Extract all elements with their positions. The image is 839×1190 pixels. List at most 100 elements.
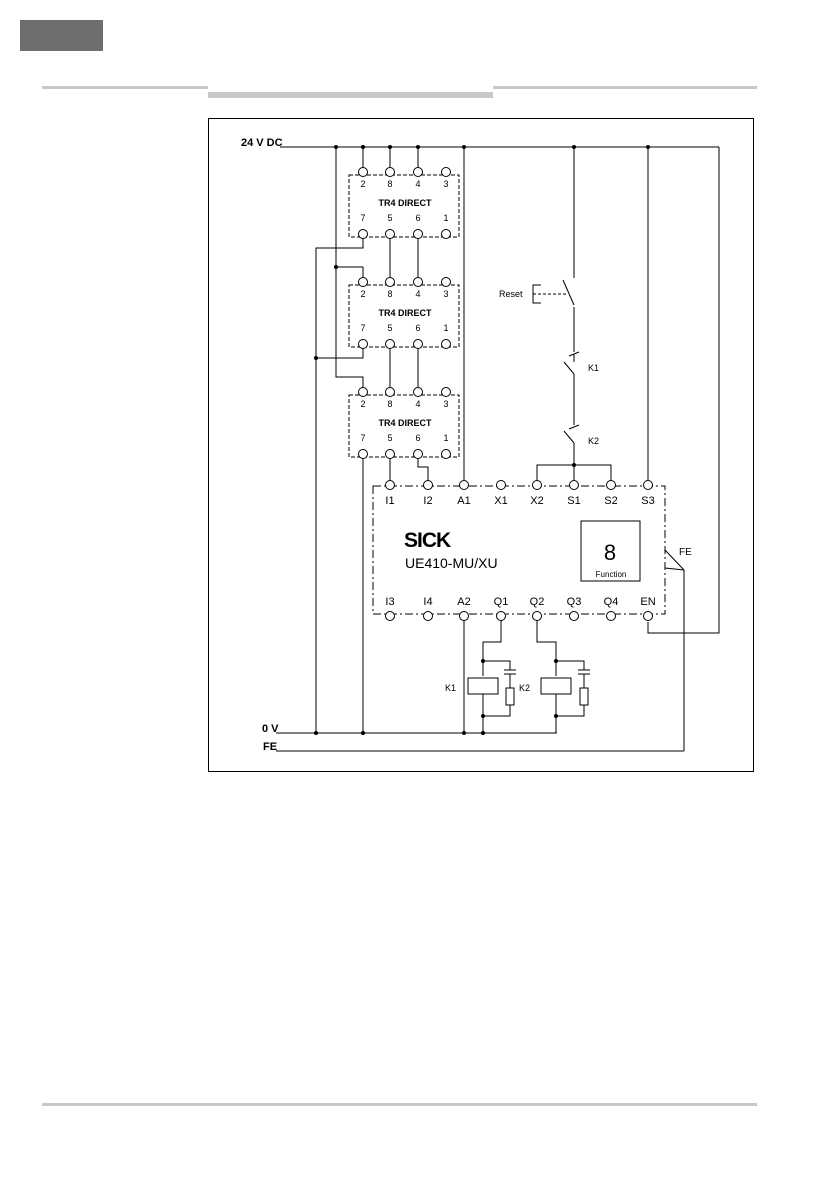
module-3-top-pin-label: 8 [387, 399, 392, 409]
k2-contact-label: K2 [588, 436, 599, 446]
k2-coil [541, 678, 571, 694]
k2-coil-label: K2 [519, 683, 530, 693]
module-1-bottom-terminal [386, 230, 395, 239]
header-rule-middle [208, 92, 493, 98]
controller-bottom-terminal [460, 612, 469, 621]
footer-rule [42, 1103, 757, 1106]
controller-bottom-terminal [533, 612, 542, 621]
module-2-top-pin-label: 8 [387, 289, 392, 299]
header-rule-left [42, 86, 208, 89]
module-2-bottom-terminal [386, 340, 395, 349]
ground-label: 0 V [262, 723, 279, 735]
module-2-bottom-pin-label: 6 [415, 323, 420, 333]
controller-bottom-terminal [570, 612, 579, 621]
controller-top-terminal [424, 481, 433, 490]
module-1-bottom-terminal [359, 230, 368, 239]
k1-coil-label: K1 [445, 683, 456, 693]
module-2-bottom-pin-label: 1 [443, 323, 448, 333]
controller-bottom-terminal-label: Q3 [567, 596, 582, 608]
module-3-bottom-pin-label: 7 [360, 433, 365, 443]
reset-label: Reset [499, 289, 523, 299]
controller-bottom-terminal-label: I4 [423, 596, 432, 608]
module-2-bottom-terminal [414, 340, 423, 349]
controller-top-terminal-label: X2 [530, 495, 543, 507]
wires [276, 147, 719, 751]
k1-coil [468, 678, 498, 694]
k2-resistor [580, 688, 588, 705]
header-rule-right [493, 86, 757, 89]
controller-top-terminal [607, 481, 616, 490]
controller-top-terminal [570, 481, 579, 490]
controller-bottom-terminal-label: A2 [457, 596, 470, 608]
module-3-top-terminal [442, 388, 451, 397]
controller-bottom-terminal-label: I3 [385, 596, 394, 608]
controller-bottom-terminal [497, 612, 506, 621]
controller-brand: SICK [404, 529, 451, 552]
module-3-bottom-pin-label: 6 [415, 433, 420, 443]
module-1-top-terminal [386, 168, 395, 177]
controller-model: UE410-MU/XU [405, 555, 498, 571]
module-1-bottom-pin-label: 1 [443, 213, 448, 223]
wiring-diagram: 24 V DC 0 V FE Reset K1 K2 K1 K2 2785463… [209, 119, 753, 771]
module-3-top-terminal [386, 388, 395, 397]
relay-contacts [564, 352, 579, 443]
module-2-top-terminal [359, 278, 368, 287]
module-1-bottom-pin-label: 6 [415, 213, 420, 223]
controller-top-terminal-label: I2 [423, 495, 432, 507]
module-3-top-terminal [414, 388, 423, 397]
header-block [20, 20, 103, 51]
controller-top-terminal [460, 481, 469, 490]
module-2-top-pin-label: 2 [360, 289, 365, 299]
controller-bottom-terminal-label: EN [640, 596, 655, 608]
module-3-bottom-terminal [442, 450, 451, 459]
module-3-bottom-terminal [386, 450, 395, 459]
module-2-bottom-pin-label: 5 [387, 323, 392, 333]
module-3-name: TR4 DIRECT [378, 418, 432, 428]
module-1-top-pin-label: 2 [360, 179, 365, 189]
module-3-bottom-terminal [359, 450, 368, 459]
module-2-top-pin-label: 4 [415, 289, 420, 299]
module-2-top-terminal [442, 278, 451, 287]
controller-top-terminal [497, 481, 506, 490]
k1-contact-label: K1 [588, 363, 599, 373]
module-3-bottom-pin-label: 1 [443, 433, 448, 443]
module-1-top-pin-label: 4 [415, 179, 420, 189]
module-3-top-terminal [359, 388, 368, 397]
module-2-bottom-pin-label: 7 [360, 323, 365, 333]
module-2-top-terminal [386, 278, 395, 287]
function-label: Function [596, 570, 627, 579]
module-1-name: TR4 DIRECT [378, 198, 432, 208]
module-3-bottom-pin-label: 5 [387, 433, 392, 443]
module-2-top-terminal [414, 278, 423, 287]
supply-label: 24 V DC [241, 137, 283, 149]
module-1-bottom-terminal [442, 230, 451, 239]
module-3-top-pin-label: 2 [360, 399, 365, 409]
controller-bottom-terminal [424, 612, 433, 621]
module-3-bottom-terminal [414, 450, 423, 459]
module-1-top-pin-label: 8 [387, 179, 392, 189]
module-2-name: TR4 DIRECT [378, 308, 432, 318]
controller-top-terminal-label: S1 [567, 495, 580, 507]
reset-button [533, 285, 568, 303]
k1-resistor [506, 688, 514, 705]
controller-top-terminal-label: A1 [457, 495, 470, 507]
controller-bottom-terminal-label: Q2 [530, 596, 545, 608]
module-2-top-pin-label: 3 [443, 289, 448, 299]
module-1-top-terminal [414, 168, 423, 177]
controller-top-terminal-label: X1 [494, 495, 507, 507]
controller-top-terminal-label: S3 [641, 495, 654, 507]
module-2-bottom-terminal [359, 340, 368, 349]
module-2-bottom-terminal [442, 340, 451, 349]
controller-top-terminal-label: I1 [385, 495, 394, 507]
controller-top-terminal [386, 481, 395, 490]
controller-top-terminal-label: S2 [604, 495, 617, 507]
module-3-top-pin-label: 4 [415, 399, 420, 409]
controller-bottom-terminal-label: Q1 [494, 596, 509, 608]
module-1-bottom-pin-label: 7 [360, 213, 365, 223]
module-1-top-terminal [442, 168, 451, 177]
module-1-bottom-pin-label: 5 [387, 213, 392, 223]
controller-bottom-terminal [644, 612, 653, 621]
function-number: 8 [604, 540, 616, 565]
